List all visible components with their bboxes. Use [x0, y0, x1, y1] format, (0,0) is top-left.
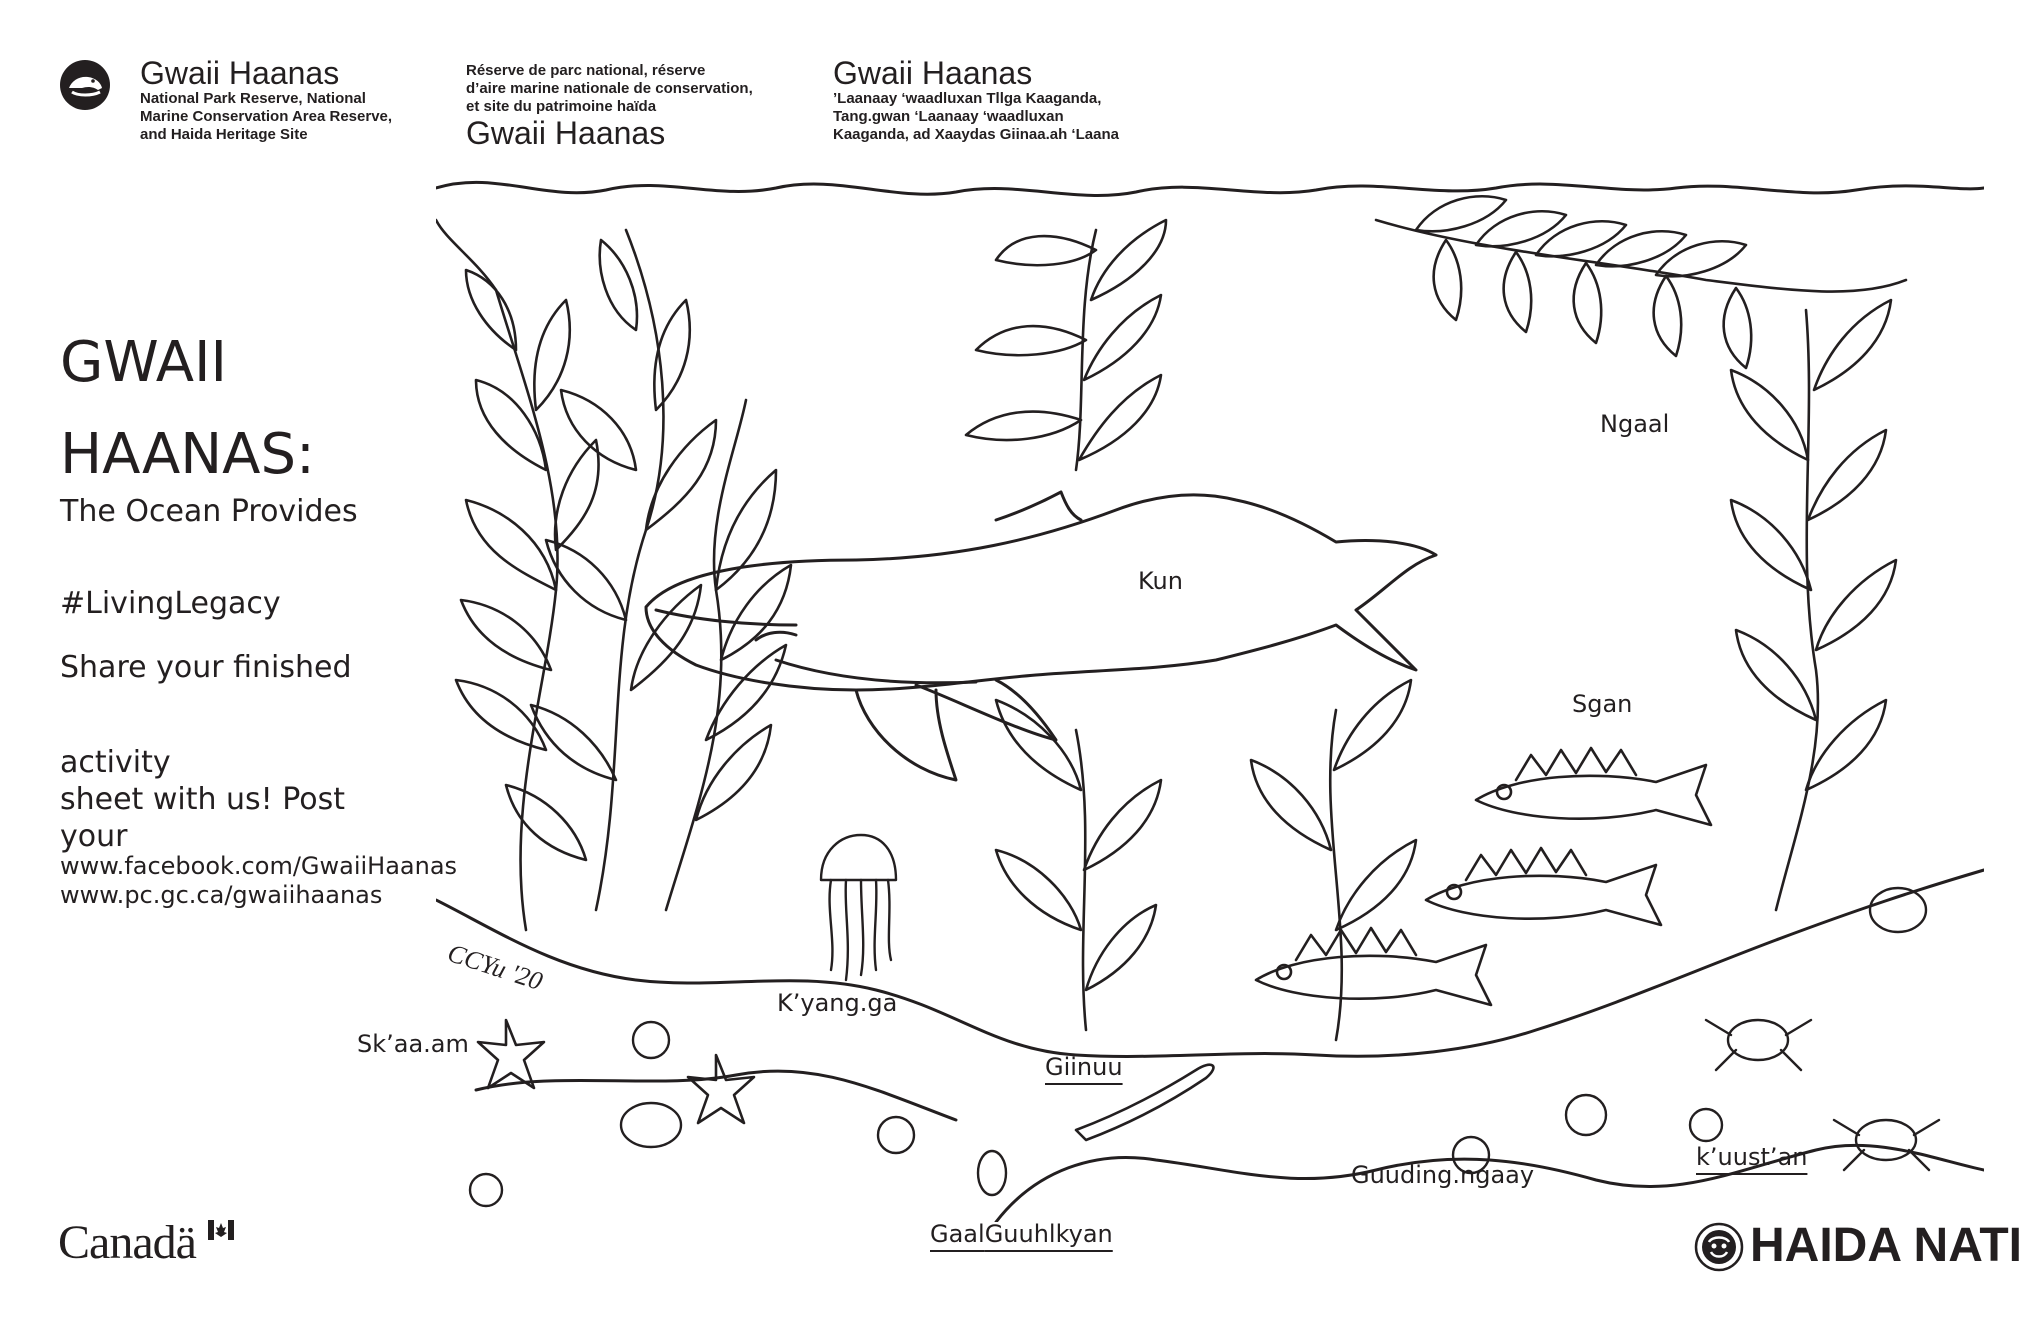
header-haida-block: Gwaii Haanas ’Laanaay ‘waadluxan Tllga K… — [833, 56, 1119, 144]
label-guuhlkyan: Guuhlkyan — [984, 1220, 1113, 1248]
page-title-line1: GWAII — [60, 330, 228, 395]
share-text-line4: your — [60, 819, 128, 854]
header-french-line: et site du patrimoine haïda — [466, 98, 657, 115]
sea-star-drawing — [476, 1018, 756, 1125]
share-text-line3: sheet with us! Post — [60, 782, 346, 817]
crab-drawing — [1704, 1018, 1941, 1172]
label-kun: Kun — [1138, 567, 1183, 595]
rockfish-drawing — [1254, 746, 1713, 1007]
label-ngaal: Ngaal — [1600, 410, 1670, 438]
header-english-line: Marine Conservation Area Reserve, — [140, 108, 393, 125]
share-text-line2: activity — [60, 745, 171, 780]
kelp-right — [1729, 298, 1898, 912]
header-french-line: Réserve de parc national, réserve — [466, 62, 706, 79]
humpback-whale-drawing — [644, 490, 1438, 782]
hashtag: #LivingLegacy — [60, 586, 281, 621]
parks-canada-beaver-icon — [60, 60, 110, 110]
header-french-block: Réserve de parc national, réserve d’aire… — [466, 62, 753, 150]
abalone-drawing — [619, 886, 1928, 1197]
header-french-title: Gwaii Haanas — [466, 115, 666, 151]
header-french-line: d’aire marine nationale de conservation, — [466, 80, 753, 97]
canada-wordmark: Canadä — [58, 1216, 197, 1269]
sea-cucumber-drawing — [1074, 1063, 1215, 1142]
kelp-left — [436, 218, 793, 932]
share-text-block: activity sheet with us! Post your — [60, 744, 345, 855]
header-english-line: National Park Reserve, National — [140, 90, 366, 107]
label-skaaam: Sk’aa.am — [357, 1030, 469, 1058]
water-surface-line — [436, 180, 1984, 197]
label-sgan: Sgan — [1572, 690, 1633, 718]
page-subtitle: The Ocean Provides — [60, 494, 358, 529]
header-haida-line: ’Laanaay ‘waadluxan Tllga Kaaganda, — [833, 90, 1102, 107]
artist-signature: CCYu '20 — [444, 938, 546, 996]
label-giinuu: Giinuu — [1045, 1053, 1123, 1081]
kelp-center-top — [964, 218, 1168, 472]
ocean-coloring-illustration: CCYu '20 — [436, 180, 1984, 1222]
label-guudingngaay: Guuding.ngaay — [1351, 1161, 1535, 1189]
header-haida-title: Gwaii Haanas — [833, 55, 1033, 91]
jellyfish-drawing — [819, 833, 898, 982]
kelp-center-bottom — [994, 678, 1418, 1042]
label-kyangga: K’yang.ga — [777, 989, 898, 1017]
share-text-line1: Share your finished — [60, 650, 352, 685]
label-gaal-guuhlkyan: GaalGuuhlkyan — [930, 1220, 1113, 1248]
haida-crest-icon — [1694, 1222, 1744, 1272]
header-english-title: Gwaii Haanas — [140, 55, 340, 91]
parks-canada-link[interactable]: www.pc.gc.ca/gwaiihaanas — [60, 881, 383, 909]
canada-flag-icon — [208, 1220, 234, 1240]
header-english-line: and Haida Heritage Site — [140, 126, 308, 143]
kelp-right-canopy — [1374, 194, 1908, 370]
label-kuustan: k’uust’an — [1696, 1143, 1808, 1171]
facebook-link[interactable]: www.facebook.com/GwaiiHaanas — [60, 852, 458, 880]
haida-nation-wordmark: HAIDA NATI — [1750, 1219, 2022, 1272]
page-title-line2: HAANAS: — [60, 422, 315, 487]
header-haida-line: Kaaganda, ad Xaaydas Giinaa.ah ‘Laana — [833, 126, 1119, 143]
sea-floor-drawing — [436, 868, 1984, 1222]
header-english-block: Gwaii Haanas National Park Reserve, Nati… — [140, 56, 392, 144]
label-gaal: Gaal — [930, 1220, 985, 1248]
header-haida-line: Tang.gwan ‘Laanaay ‘waadluxan — [833, 108, 1064, 125]
sea-urchin-drawing — [468, 1020, 1724, 1208]
